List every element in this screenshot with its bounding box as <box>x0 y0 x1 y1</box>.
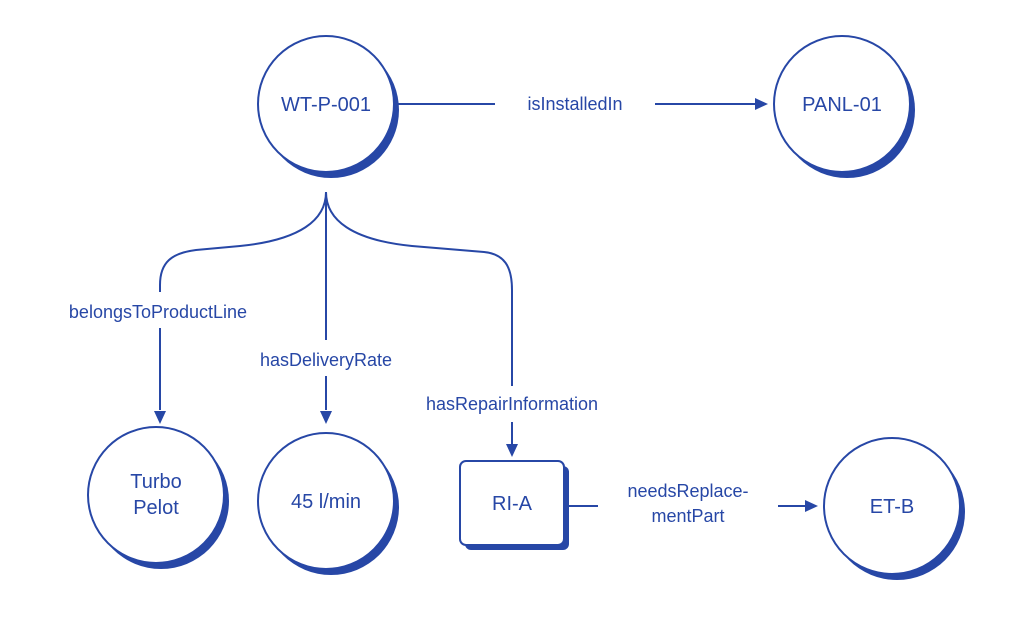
node-label-ri-a: RI-A <box>492 493 533 515</box>
edge-is-installed-in <box>398 98 768 110</box>
node-label-turbo-pelot-line1: Turbo <box>130 471 182 493</box>
node-et-b[interactable]: ET-B <box>823 437 965 580</box>
node-label-delivery-rate: 45 l/min <box>291 491 361 513</box>
node-label-et-b: ET-B <box>870 496 914 518</box>
edge-has-repair-information <box>325 191 518 457</box>
node-label-wt-p-001: WT-P-001 <box>281 94 371 116</box>
edge-label-has-repair-information: hasRepairInformation <box>426 394 598 414</box>
edge-label-has-delivery-rate: hasDeliveryRate <box>260 350 392 370</box>
node-panl-01[interactable]: PANL-01 <box>773 35 915 178</box>
node-wt-p-001[interactable]: WT-P-001 <box>257 35 399 178</box>
node-delivery-rate[interactable]: 45 l/min <box>257 432 399 575</box>
edge-label-belongs-to-product-line: belongsToProductLine <box>69 302 247 322</box>
node-label-panl-01: PANL-01 <box>802 94 882 116</box>
edge-belongs-to-product-line <box>154 191 327 424</box>
edge-label-needs-replacement-part-line1: needsReplace- <box>627 481 748 501</box>
edge-needs-replacement-part <box>564 500 818 512</box>
node-label-turbo-pelot-line2: Pelot <box>133 497 179 519</box>
node-turbo-pelot[interactable]: Turbo Pelot <box>87 426 229 569</box>
edge-label-is-installed-in: isInstalledIn <box>527 94 622 114</box>
edge-has-delivery-rate <box>320 192 332 424</box>
node-ri-a[interactable]: RI-A <box>459 460 569 550</box>
edge-label-needs-replacement-part-line2: mentPart <box>651 506 724 526</box>
